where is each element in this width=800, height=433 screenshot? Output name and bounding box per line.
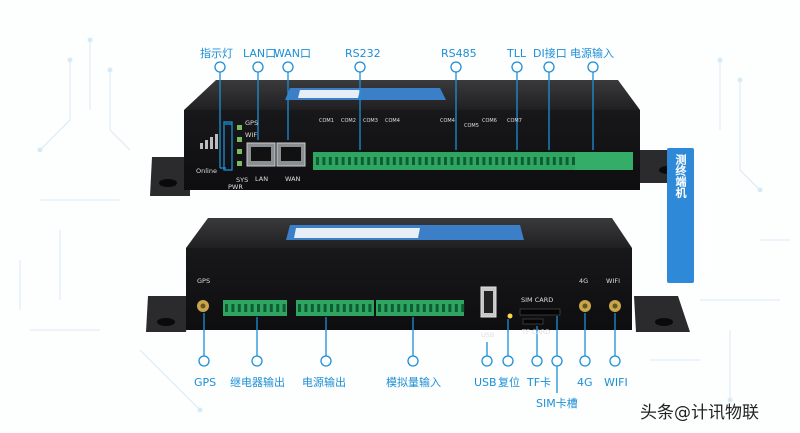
circuit-traces	[19, 40, 790, 411]
product-badge: TY910 计讯物联网关遥测终端机	[667, 148, 714, 283]
led-label-sys: SYS	[236, 176, 249, 184]
circuit-dots	[37, 37, 763, 413]
com-label: COM4	[385, 118, 400, 124]
callout-sim-slot: SIM卡槽	[536, 397, 578, 410]
led-label-online: Online	[196, 167, 217, 175]
com-label: COM1	[319, 118, 334, 124]
com-label: COM5	[464, 123, 479, 129]
callout-tll: TLL	[507, 47, 526, 60]
com-label: COM4	[440, 118, 455, 124]
bottom-device	[146, 218, 690, 332]
bottom-callout-lines	[198, 313, 621, 393]
device-label-gps: GPS	[197, 277, 211, 285]
com-label: COM2	[341, 118, 356, 124]
callout-wifi: WIFI	[604, 376, 628, 389]
device-label-sim-card: SIM CARD	[521, 296, 554, 304]
device-label-tf-card: TF CARD	[522, 328, 551, 336]
callout-4g: 4G	[577, 376, 593, 389]
callout-wan-port: WAN口	[274, 47, 312, 60]
product-badge-text: TY910 计讯物联网关遥测终端机	[674, 154, 714, 274]
callout-gps: GPS	[194, 376, 217, 389]
callout-rs485: RS485	[441, 47, 477, 60]
callout-relay-output: 继电器输出	[230, 376, 285, 389]
callout-analog-input: 模拟量输入	[386, 376, 441, 389]
callout-tf-card: TF卡	[527, 376, 552, 389]
led-label-pwr: PWR	[228, 183, 243, 191]
com-label: COM3	[363, 118, 378, 124]
led-label-wif: WIF	[245, 131, 258, 139]
port-label-wan: WAN	[285, 175, 301, 183]
callout-lan-port: LAN口	[243, 47, 277, 60]
callout-usb: USB	[474, 376, 497, 389]
device-label-usb: USB	[481, 331, 495, 339]
callout-rs232: RS232	[345, 47, 381, 60]
watermark: 头条@计讯物联	[640, 403, 759, 423]
port-label-lan: LAN	[255, 175, 269, 183]
led-label-gps: GPS	[245, 119, 259, 127]
callout-power-input: 电源输入	[570, 47, 614, 60]
top-device	[150, 80, 690, 196]
com-label: COM6	[482, 118, 497, 124]
callout-indicator-light: 指示灯	[200, 47, 233, 60]
callout-power-output: 电源输出	[302, 376, 346, 389]
callout-di-interface: DI接口	[533, 47, 567, 60]
device-label-wifi: WIFI	[606, 277, 620, 285]
com-label: COM7	[507, 118, 522, 124]
top-callout-lines	[214, 61, 599, 169]
device-label-4g: 4G	[579, 277, 589, 285]
callout-reset: 复位	[498, 376, 520, 389]
